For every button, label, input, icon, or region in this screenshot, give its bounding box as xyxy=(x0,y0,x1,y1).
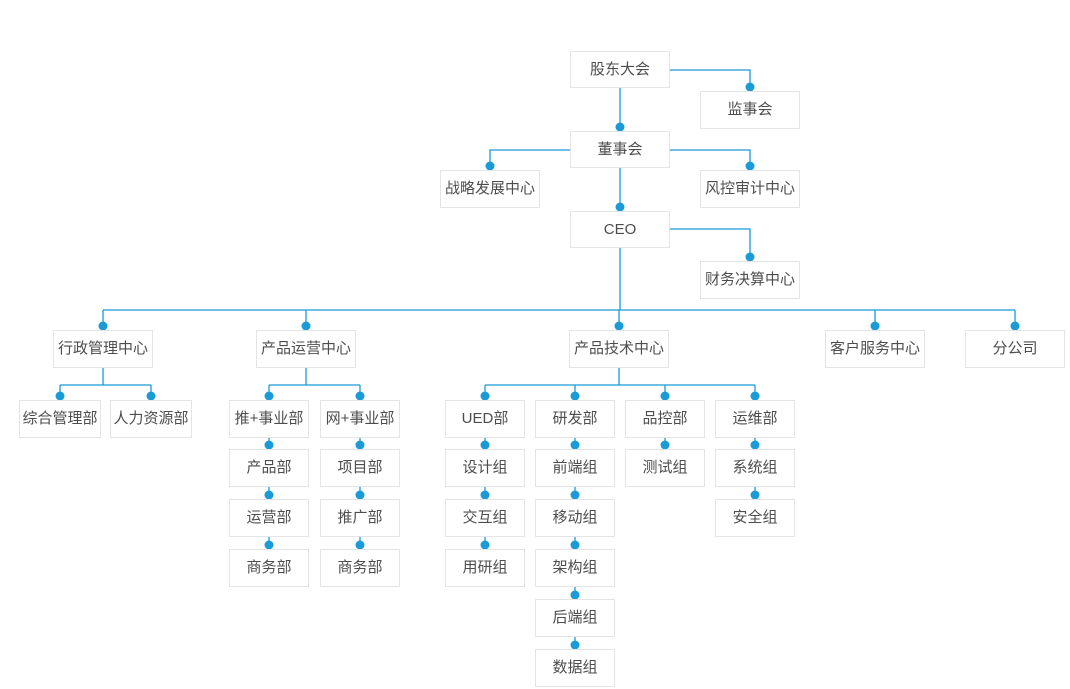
org-node-system-team: 系统组 xyxy=(715,449,795,487)
org-node-operations-dept: 运营部 xyxy=(229,499,309,537)
org-node-qa-dept: 品控部 xyxy=(625,400,705,438)
org-node-ops-dept: 运维部 xyxy=(715,400,795,438)
org-node-supervisory-board: 监事会 xyxy=(700,91,800,129)
org-node-risk-audit-center: 风控审计中心 xyxy=(700,170,800,208)
org-node-strategy-center: 战略发展中心 xyxy=(440,170,540,208)
org-node-ceo: CEO xyxy=(570,211,670,248)
org-node-ued-dept: UED部 xyxy=(445,400,525,438)
org-node-product-tech-center: 产品技术中心 xyxy=(569,330,669,368)
org-node-design-team: 设计组 xyxy=(445,449,525,487)
org-node-backend-team: 后端组 xyxy=(535,599,615,637)
org-node-board-of-directors: 董事会 xyxy=(570,131,670,168)
org-node-hr-dept: 人力资源部 xyxy=(110,400,192,438)
org-node-mobile-team: 移动组 xyxy=(535,499,615,537)
org-node-testing-team: 测试组 xyxy=(625,449,705,487)
org-node-shareholders-meeting: 股东大会 xyxy=(570,51,670,88)
org-node-finance-center: 财务决算中心 xyxy=(700,261,800,299)
org-node-general-admin-dept: 综合管理部 xyxy=(19,400,101,438)
org-node-project-dept: 项目部 xyxy=(320,449,400,487)
org-node-branch-company: 分公司 xyxy=(965,330,1065,368)
org-node-wang-business-unit: 网+事业部 xyxy=(320,400,400,438)
org-node-promotion-dept: 推广部 xyxy=(320,499,400,537)
org-node-data-team: 数据组 xyxy=(535,649,615,687)
connector-dots xyxy=(55,82,1020,650)
org-node-rd-dept: 研发部 xyxy=(535,400,615,438)
org-node-customer-service-center: 客户服务中心 xyxy=(825,330,925,368)
org-node-frontend-team: 前端组 xyxy=(535,449,615,487)
org-node-admin-center: 行政管理中心 xyxy=(53,330,153,368)
org-node-tui-business-unit: 推+事业部 xyxy=(229,400,309,438)
org-node-product-ops-center: 产品运营中心 xyxy=(256,330,356,368)
org-node-interaction-team: 交互组 xyxy=(445,499,525,537)
org-node-product-dept: 产品部 xyxy=(229,449,309,487)
org-node-user-research-team: 用研组 xyxy=(445,549,525,587)
org-node-tui-commerce-dept: 商务部 xyxy=(229,549,309,587)
org-node-security-team: 安全组 xyxy=(715,499,795,537)
org-node-architecture-team: 架构组 xyxy=(535,549,615,587)
org-node-wang-commerce-dept: 商务部 xyxy=(320,549,400,587)
